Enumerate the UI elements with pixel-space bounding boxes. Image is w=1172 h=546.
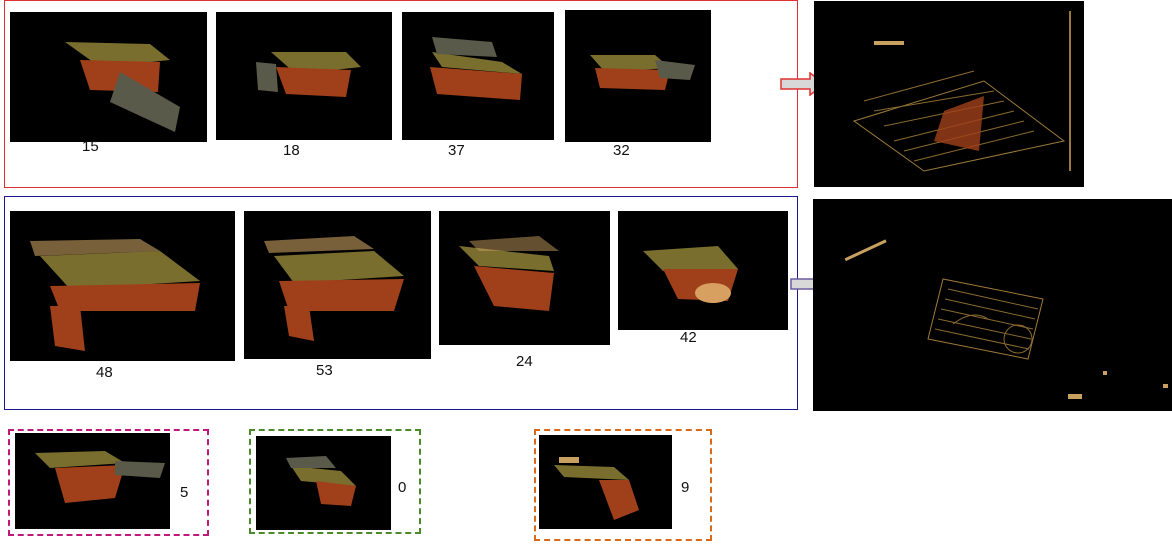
red-frame-3-label: 37: [448, 142, 465, 159]
blue-frame-3-image: [439, 211, 610, 345]
blue-pointcloud-view: [813, 199, 1172, 411]
single-1-box: [8, 429, 209, 536]
red-pointcloud-view: [814, 1, 1084, 187]
red-frame-2-label: 18: [283, 142, 300, 159]
single-1-image: [15, 433, 170, 529]
single-2-image: [256, 436, 391, 530]
single-2-label: 0: [398, 479, 407, 496]
blue-frame-2-image: [244, 211, 431, 359]
blue-frame-1-image: [10, 211, 235, 361]
blue-frame-2-label: 53: [316, 362, 333, 379]
red-frame-4-label: 32: [613, 142, 630, 159]
blue-frame-4-image: [618, 211, 788, 330]
blue-frame-4-label: 42: [680, 329, 697, 346]
blue-frame-3-label: 24: [516, 353, 533, 370]
blue-group-box: [4, 196, 798, 410]
red-frame-3-image: [402, 12, 554, 140]
single-1-label: 5: [180, 484, 189, 501]
red-frame-4-image: [565, 10, 711, 142]
single-3-label: 9: [681, 479, 690, 496]
red-frame-1-label: 15: [82, 138, 99, 155]
single-3-box: [534, 429, 712, 541]
single-3-image: [539, 435, 672, 529]
blue-frame-1-label: 48: [96, 364, 113, 381]
red-frame-1-image: [10, 12, 207, 142]
single-2-box: [249, 429, 421, 534]
red-group-box: [4, 0, 798, 188]
red-frame-2-image: [216, 12, 392, 140]
